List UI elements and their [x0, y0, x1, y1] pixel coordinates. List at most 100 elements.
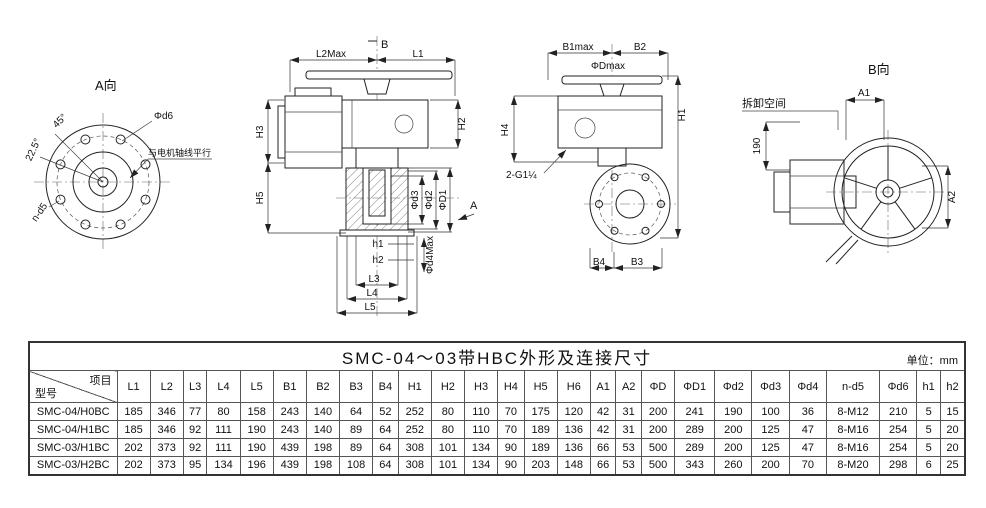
value-cell: 89: [338, 438, 374, 457]
value-cell: 190: [239, 438, 274, 457]
value-cell: 185: [116, 402, 151, 421]
value-cell: 8-M12: [825, 402, 881, 421]
value-cell: 196: [239, 456, 274, 475]
value-cell: 260: [714, 456, 753, 475]
value-cell: 373: [149, 456, 184, 475]
value-cell: 95: [182, 456, 208, 475]
h1-label: H1: [677, 108, 688, 121]
column-header: Φd3: [751, 370, 790, 403]
value-cell: 298: [879, 456, 918, 475]
value-cell: 110: [463, 420, 499, 439]
side-flange-bolt-holes: [595, 173, 665, 235]
h3-label: H3: [255, 125, 266, 138]
value-cell: 111: [206, 438, 241, 457]
dim-190-label: 190: [752, 137, 763, 154]
value-cell: 439: [272, 456, 307, 475]
value-cell: 200: [714, 420, 753, 439]
value-cell: 64: [372, 456, 399, 475]
value-cell: 134: [206, 456, 241, 475]
column-header: H6: [556, 370, 591, 403]
value-cell: 8-M20: [825, 456, 881, 475]
section-a-label: A: [470, 200, 478, 212]
column-header: h2: [939, 370, 966, 403]
value-cell: 25: [939, 456, 966, 475]
value-cell: 101: [430, 438, 465, 457]
value-cell: 20: [939, 438, 966, 457]
value-cell: 80: [430, 402, 465, 421]
model-cell: SMC-04/H1BC: [28, 420, 118, 439]
value-cell: 289: [674, 438, 716, 457]
h2-label: H2: [457, 117, 468, 130]
value-cell: 70: [497, 420, 525, 439]
value-cell: 289: [674, 420, 716, 439]
value-cell: 5: [916, 420, 941, 439]
value-cell: 243: [272, 420, 307, 439]
handwheel: [305, 70, 453, 80]
phi-d3-label: Φd3: [410, 190, 421, 210]
view-a-title: A向: [95, 78, 117, 93]
value-cell: 64: [372, 420, 399, 439]
value-cell: 20: [939, 420, 966, 439]
table-title-cell: SMC-04～03带HBC外形及连接尺寸 单位：mm: [28, 341, 966, 371]
table-title-row: SMC-04～03带HBC外形及连接尺寸 单位：mm: [28, 341, 966, 371]
view-b-title: B向: [868, 62, 890, 77]
column-header: Φd4: [788, 370, 827, 403]
value-cell: 140: [305, 402, 341, 421]
bolt-holes: [55, 134, 151, 230]
a1-label: A1: [858, 88, 871, 99]
phi-dmax-label: ΦDmax: [591, 61, 625, 72]
value-cell: 70: [788, 456, 827, 475]
value-cell: 70: [497, 402, 525, 421]
value-cell: 77: [182, 402, 208, 421]
value-cell: 100: [751, 402, 790, 421]
value-cell: 148: [556, 456, 591, 475]
value-cell: 120: [556, 402, 591, 421]
removal-space-note: 拆卸空间: [742, 96, 786, 110]
value-cell: 108: [338, 456, 374, 475]
column-header: H4: [497, 370, 525, 403]
column-header: ΦD: [640, 370, 676, 403]
value-cell: 200: [640, 420, 676, 439]
view-a: A向 45° 22.5° Φd6 与电机轴线平行 n-d5: [24, 78, 212, 251]
value-cell: 8-M16: [825, 420, 881, 439]
h5-label: H5: [255, 191, 266, 204]
value-cell: 134: [463, 456, 499, 475]
side-view: B1max B2 ΦDmax H1 H4 2-G1¼: [500, 42, 688, 271]
value-cell: 8-M16: [825, 438, 881, 457]
handwheel-hub: [363, 78, 391, 95]
column-header: Φd6: [879, 370, 918, 403]
corner-top-label: 项目: [89, 375, 112, 387]
value-cell: 66: [589, 456, 617, 475]
value-cell: 210: [879, 402, 918, 421]
value-cell: 66: [589, 438, 617, 457]
value-cell: 125: [751, 438, 790, 457]
model-cell: SMC-03/H1BC: [28, 438, 118, 457]
value-cell: 53: [615, 456, 642, 475]
value-cell: 47: [788, 438, 827, 457]
value-cell: 134: [463, 438, 499, 457]
column-header: n-d5: [825, 370, 881, 403]
value-cell: 346: [149, 420, 184, 439]
value-cell: 346: [149, 402, 184, 421]
value-cell: 308: [397, 438, 432, 457]
column-header: L2: [149, 370, 184, 403]
h1-small-label: h1: [372, 239, 384, 250]
value-cell: 200: [714, 438, 753, 457]
value-cell: 373: [149, 438, 184, 457]
value-cell: 175: [523, 402, 558, 421]
value-cell: 101: [430, 456, 465, 475]
value-cell: 110: [463, 402, 499, 421]
value-cell: 111: [206, 420, 241, 439]
value-cell: 64: [338, 402, 374, 421]
column-header: L1: [116, 370, 151, 403]
value-cell: 47: [788, 420, 827, 439]
corner-cell: 项目 型号: [28, 370, 118, 403]
value-cell: 198: [305, 456, 341, 475]
value-cell: 52: [372, 402, 399, 421]
